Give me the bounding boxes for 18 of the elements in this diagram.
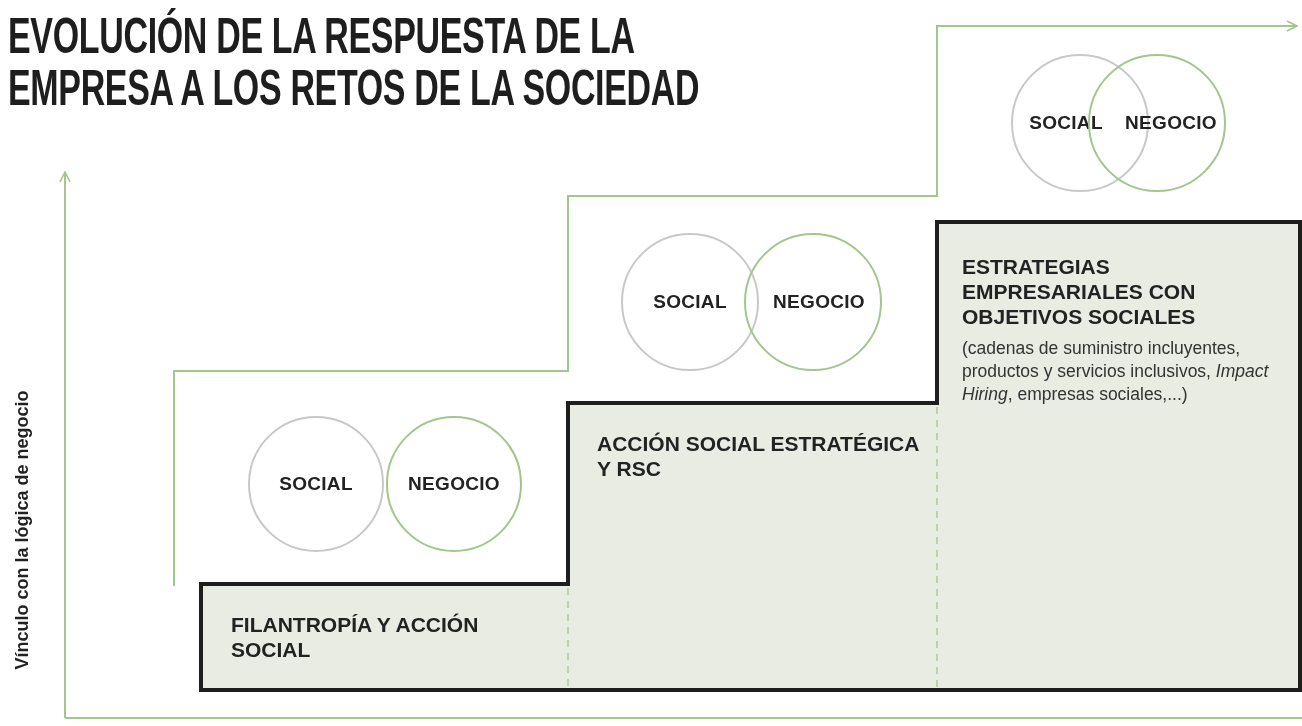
circle-label: NEGOCIO <box>1125 112 1217 134</box>
step-heading: FILANTROPÍA Y ACCIÓN SOCIAL <box>231 612 480 662</box>
step-heading: ESTRATEGIAS EMPRESARIALES CON OBJETIVOS SOCIALES <box>962 254 1197 329</box>
title: EVOLUCIÓN DE LA RESPUESTA DE LA EMPRESA A LOS RETOS DE LA SOCIEDAD <box>8 10 701 114</box>
venn-circle <box>248 416 384 552</box>
venn-circle <box>386 416 522 552</box>
venn-circle <box>621 233 759 371</box>
stair-step <box>201 584 568 690</box>
circle-label: SOCIAL <box>653 291 727 313</box>
circle-label: NEGOCIO <box>773 291 865 313</box>
circle-label: NEGOCIO <box>408 473 500 495</box>
circle-label: SOCIAL <box>279 473 353 495</box>
stair-step <box>568 403 937 690</box>
step-description: (cadenas de suministro incluyentes, productos y servicios inclusivos, Impact Hiring, empresas sociales,...) <box>962 337 1270 406</box>
venn-circle <box>744 233 882 371</box>
step-heading: ACCIÓN SOCIAL ESTRATÉGICA Y RSC <box>597 431 920 481</box>
axis-label: Vínculo con la lógica de negocio <box>11 390 33 670</box>
circle-label: SOCIAL <box>1029 112 1103 134</box>
